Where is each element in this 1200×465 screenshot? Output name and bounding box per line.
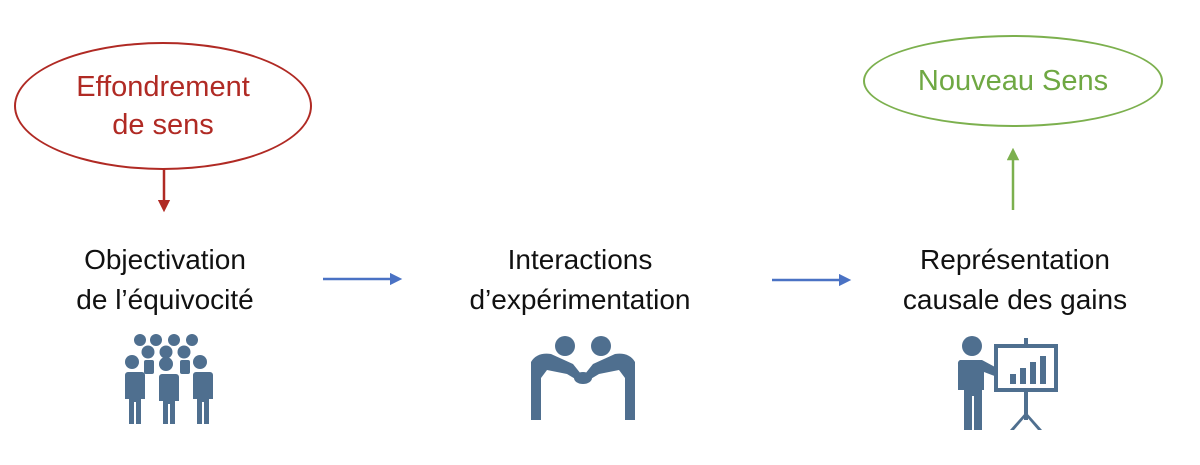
group-of-people-icon [122,334,213,424]
step-1-line-1: Objectivation [84,244,246,275]
collapse-of-meaning-ellipse: Effondrement de sens [14,42,312,170]
handshake-bow-icon [531,336,635,420]
new-sense-text: Nouveau Sens [917,65,1109,97]
new-sense-ellipse: Nouveau Sens [863,35,1163,127]
step-2-line-1: Interactions [507,244,653,275]
step-1-line-2: de l’équivocité [76,284,254,315]
step-representation-label: Représentation causale des gains [880,240,1150,320]
step-interactions-label: Interactions d’expérimentation [440,240,720,320]
step-3-line-2: causale des gains [902,284,1128,315]
step-objectivation-label: Objectivation de l’équivocité [40,240,290,320]
collapse-line-2: de sens [112,109,214,141]
step-3-line-1: Représentation [920,244,1110,275]
step-2-line-2: d’expérimentation [469,284,691,315]
collapse-line-1: Effondrement [76,71,250,103]
presenter-chart-icon [957,336,1058,430]
